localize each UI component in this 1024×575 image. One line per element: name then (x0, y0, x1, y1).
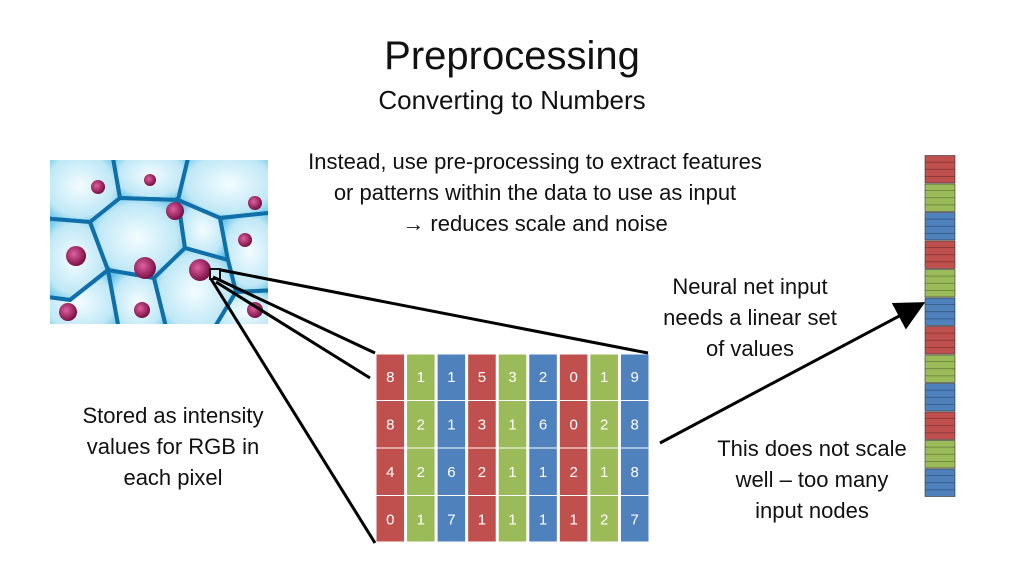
zoom-line-top (220, 268, 649, 355)
neural-note-line-3: of values (705, 336, 795, 361)
stored-note: Stored as intensity values for RGB in ea… (62, 400, 284, 493)
grid-cell-value: 6 (539, 416, 547, 433)
grid-cell-value: 1 (417, 369, 425, 386)
strip-segment-r (924, 326, 956, 355)
grid-cell-value: 8 (386, 369, 394, 386)
stored-note-line-1: Stored as intensity (82, 403, 264, 428)
grid-cell-value: 0 (569, 369, 577, 386)
strip-segment-b (924, 297, 956, 326)
scale-note-line-2: well – too many (735, 467, 889, 492)
strip-segment-g (924, 269, 956, 298)
strip-segment-r (924, 411, 956, 440)
grid-cell-value: 1 (478, 511, 486, 528)
grid-cell-value: 2 (600, 511, 608, 528)
grid-cell-value: 1 (600, 464, 608, 481)
strip-segment-r (924, 240, 956, 269)
grid-cell-value: 2 (417, 464, 425, 481)
neural-note-line-1: Neural net input (672, 274, 828, 299)
intro-text: Instead, use pre-processing to extract f… (280, 146, 790, 239)
grid-cell-value: 6 (447, 464, 455, 481)
pixel-value-grid: 8 1 1 5 3 2 0 1 9 8 2 1 3 1 6 0 2 8 4 2 6 2 1 1 2 1 8 0 1 7 1 1 1 1 2 7 (375, 353, 650, 543)
strip-segment-b (924, 468, 956, 497)
grid-cell-value: 1 (508, 511, 516, 528)
grid-cell-value: 8 (631, 416, 639, 433)
grid-cell-value: 1 (539, 511, 547, 528)
linear-input-strip (924, 155, 956, 497)
grid-cell-value: 1 (539, 464, 547, 481)
grid-cell-value: 2 (600, 416, 608, 433)
stored-note-line-3: each pixel (123, 465, 223, 490)
grid-cell-value: 5 (478, 369, 486, 386)
grid-cell-value: 2 (478, 464, 486, 481)
grid-cell-value: 7 (631, 511, 639, 528)
stored-note-line-2: values for RGB in (86, 434, 260, 459)
strip-segment-r (924, 155, 956, 184)
slide-title: Preprocessing (384, 34, 640, 78)
scale-note-line-3: input nodes (755, 498, 869, 523)
scale-note: This does not scale well – too many inpu… (690, 433, 934, 526)
grid-cell-value: 1 (447, 416, 455, 433)
grid-cell-value: 2 (417, 416, 425, 433)
grid-cell-value: 1 (417, 511, 425, 528)
grid-cell-value: 0 (386, 511, 394, 528)
intro-line-3: → reduces scale and noise (402, 211, 668, 236)
grid-cell-value: 8 (631, 464, 639, 481)
strip-segment-g (924, 354, 956, 383)
grid-cell-value: 0 (569, 416, 577, 433)
grid-cell-value: 1 (447, 369, 455, 386)
grid-cell-value: 7 (447, 511, 455, 528)
scale-note-line-1: This does not scale (717, 436, 907, 461)
grid-cell-value: 2 (539, 369, 547, 386)
strip-segment-g (924, 183, 956, 212)
neural-note-line-2: needs a linear set (663, 305, 837, 330)
grid-cell-value: 3 (508, 369, 516, 386)
strip-segment-b (924, 212, 956, 241)
microscope-cells-image (50, 160, 268, 324)
grid-cell-value: 3 (478, 416, 486, 433)
neural-note: Neural net input needs a linear set of v… (636, 271, 864, 364)
intro-line-1: Instead, use pre-processing to extract f… (308, 149, 762, 174)
grid-cell-value: 8 (386, 416, 394, 433)
grid-cell-value: 1 (508, 416, 516, 433)
grid-cell-value: 2 (569, 464, 577, 481)
grid-cell-value: 1 (508, 464, 516, 481)
strip-segment-g (924, 440, 956, 469)
grid-cell-value: 9 (631, 369, 639, 386)
grid-cell-value: 4 (386, 464, 394, 481)
slide-subtitle: Converting to Numbers (378, 85, 646, 115)
strip-segment-b (924, 383, 956, 412)
grid-cell-value: 1 (600, 369, 608, 386)
intro-line-2: or patterns within the data to use as in… (333, 180, 737, 205)
grid-cell-value: 1 (569, 511, 577, 528)
